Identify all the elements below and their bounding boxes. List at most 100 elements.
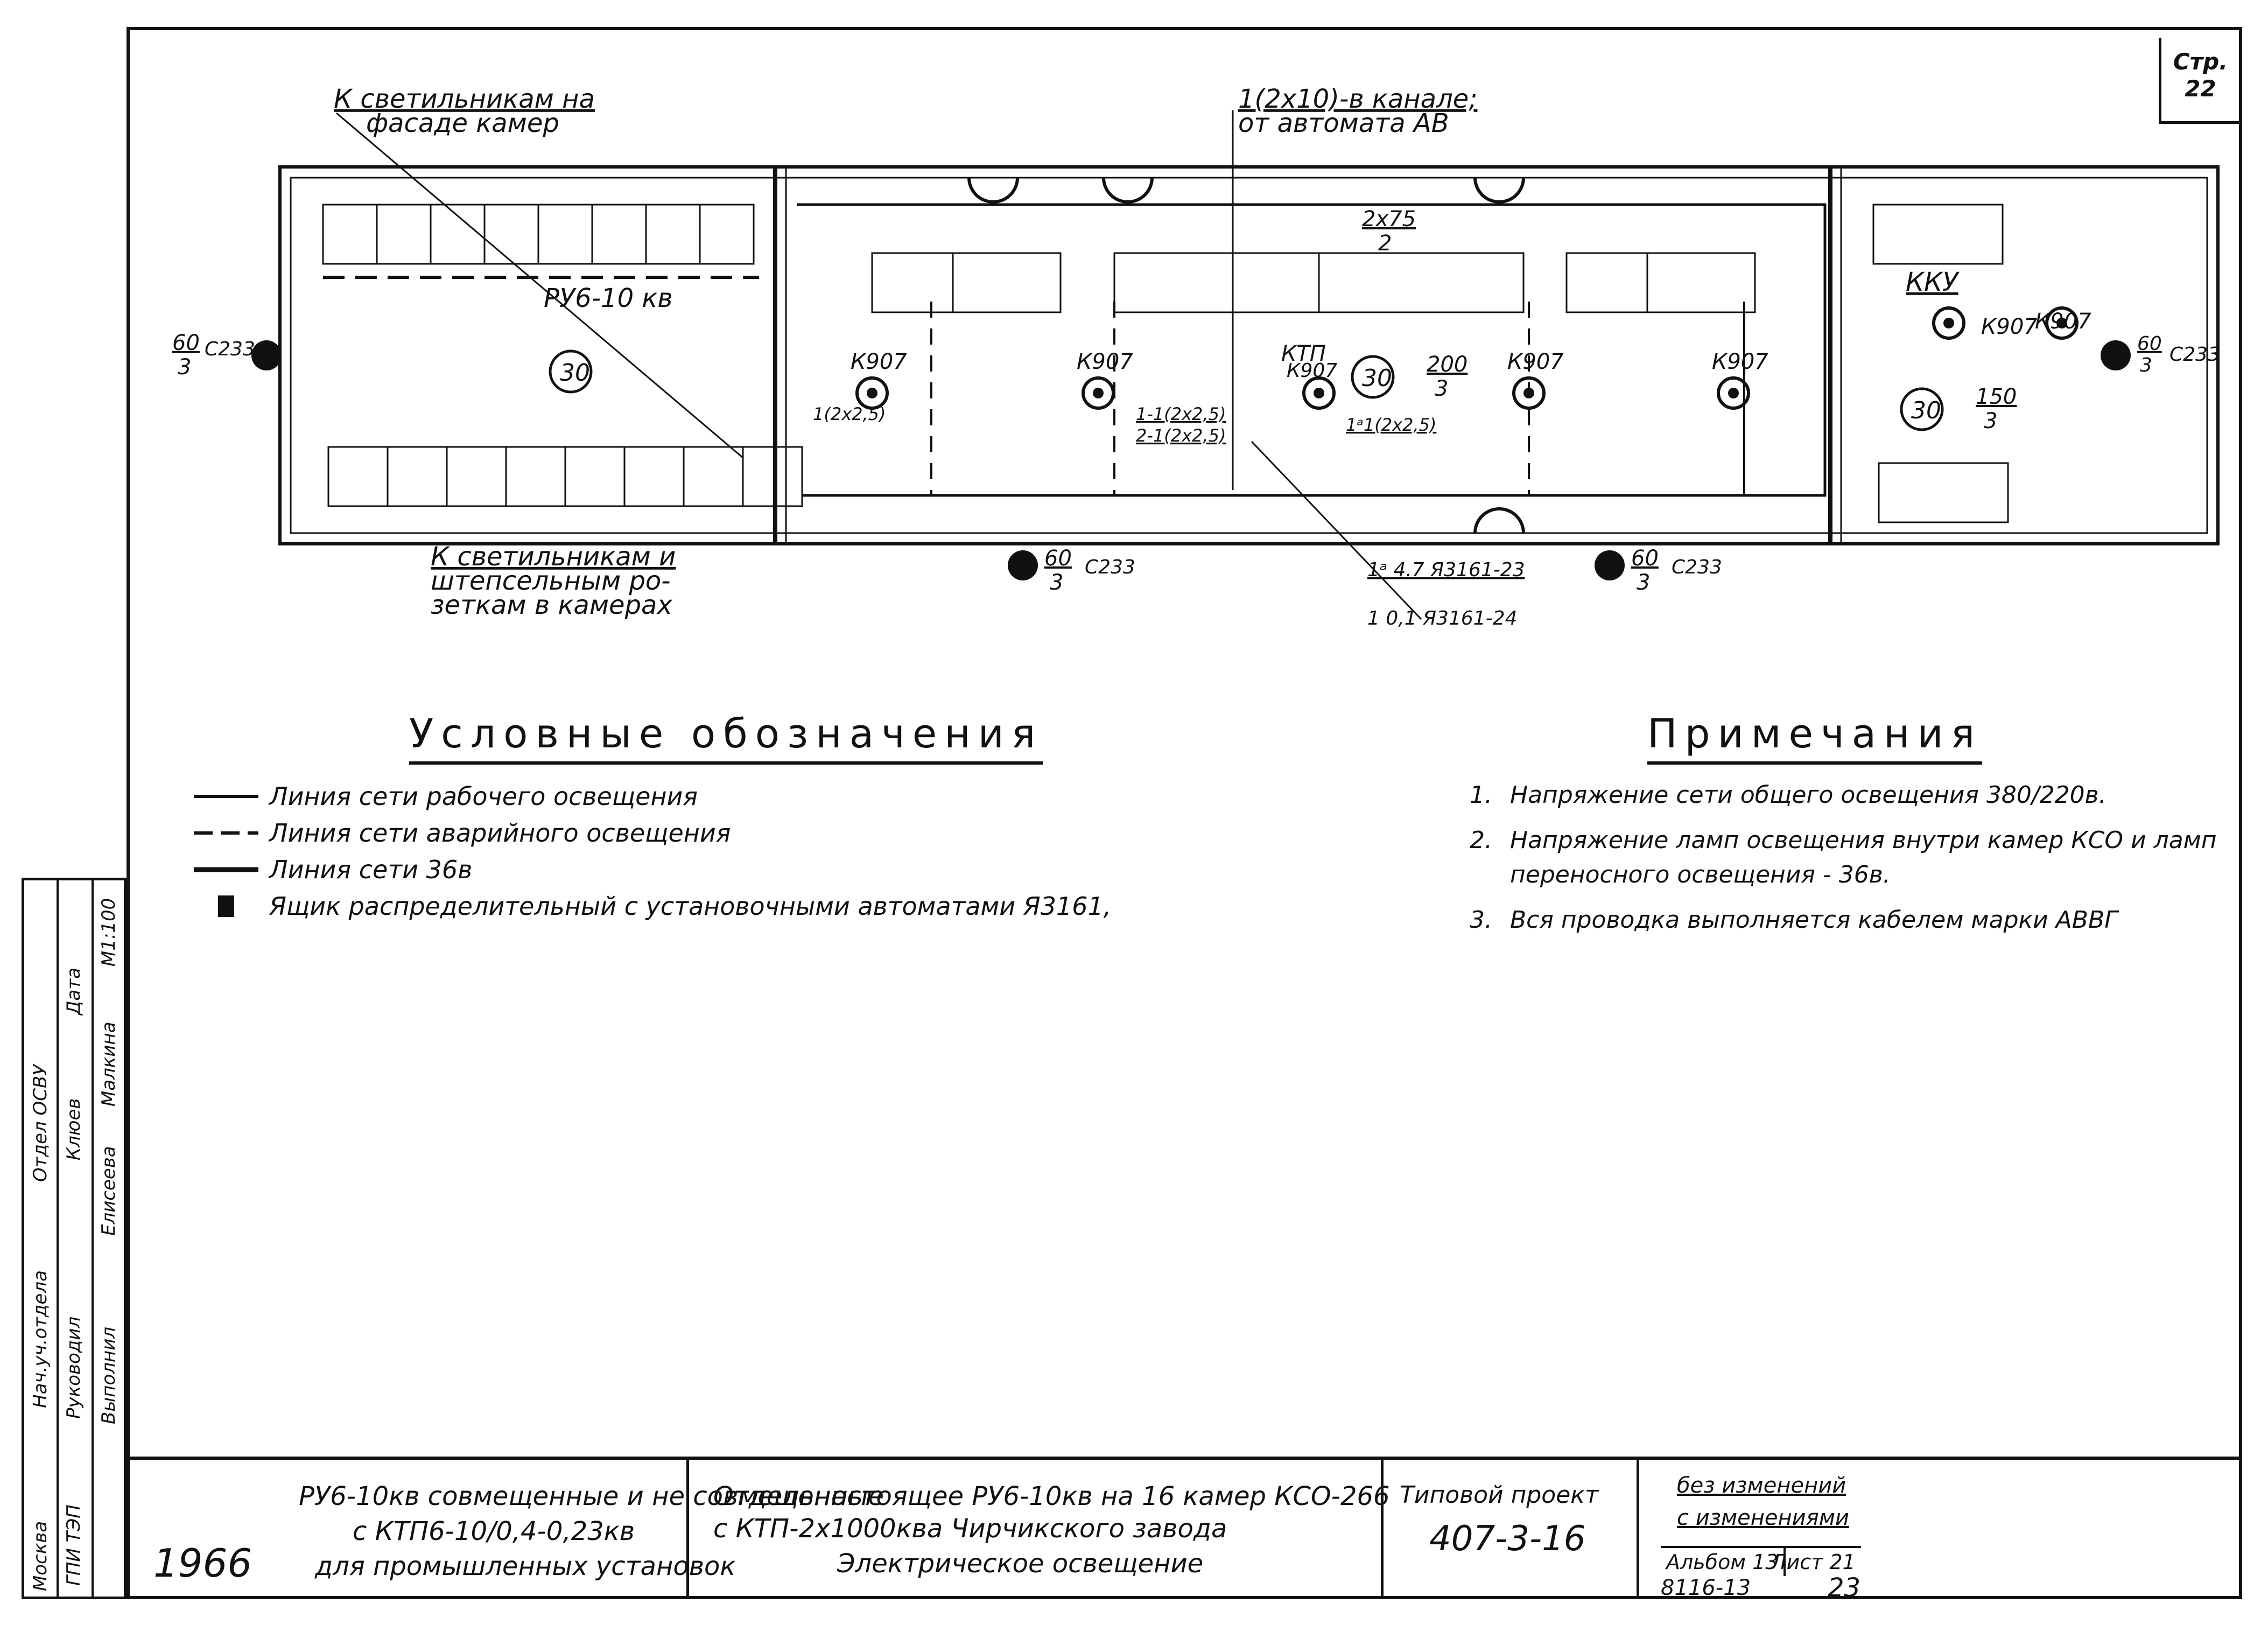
legend: Линия сети рабочего освещения Линия сети… (183, 778, 1421, 925)
frac-left-den: 3 (178, 355, 191, 380)
wire-label-2: 1-1(2x2,5) (1136, 404, 1226, 424)
title-series-3: для промышленных установок (315, 1551, 736, 1581)
stamp-head: Нач.уч.отдела (30, 1270, 51, 1408)
note-item: 2. Напряжение ламп освещения внутри каме… (1470, 823, 2239, 892)
stamp-date: Дата (63, 967, 85, 1015)
note-item: 1. Напряжение сети общего освещения 380/… (1470, 778, 2239, 813)
fixture-label-3: К907 (1287, 360, 1337, 382)
callout-cameras-1: К светильникам и (431, 542, 676, 572)
legend-text: Линия сети рабочего освещения (269, 782, 698, 811)
stamp-lead-name: Малкина (98, 1021, 120, 1107)
stamp-dept: Отдел ОСВУ (30, 1064, 51, 1182)
wire-label-3: 2-1(2x2,5) (1136, 425, 1226, 446)
wire-label-4: 1ᵃ1(2x2,5) (1346, 415, 1436, 435)
title-object-1: Отдельностоящее РУ6-10кв на 16 камер КСО… (713, 1481, 1390, 1511)
page-label: Стр. (2173, 48, 2228, 75)
legend-item: Линия сети рабочего освещения (183, 778, 1421, 815)
low-voltage-line-icon (183, 864, 269, 875)
stamp-lead: Руководил (63, 1316, 85, 1419)
frac-200-num: 200 (1427, 352, 1467, 377)
c233-mid2: С233 (1672, 556, 1722, 578)
breaker-label-2: 1 0,1 Я3161-24 (1367, 607, 1517, 629)
dashed-line-icon (183, 828, 269, 838)
room-label-right: ККУ (1906, 267, 1960, 297)
stamp-scale: М1:100 (98, 898, 120, 967)
stamp-exec-name: Елисеева (98, 1146, 120, 1236)
note-text: Напряжение сети общего освещения 380/220… (1510, 781, 2106, 809)
album-number: Альбом 13 (1661, 1546, 1786, 1576)
title-year: 1966 (153, 1541, 252, 1586)
title-series-1: РУ6-10кв совмещенные и не совмещенные (299, 1481, 884, 1511)
project-label: Типовой проект (1400, 1481, 1599, 1509)
stamp-head-name: Клюев (63, 1098, 85, 1160)
fixture-label-4: К907 (1507, 349, 1564, 374)
note-number: 2. (1470, 827, 1492, 854)
title-series-2: с КТП6-10/0,4-0,23кв (353, 1516, 635, 1546)
project-number: 407-3-16 (1429, 1519, 1586, 1559)
lux-label-3: 30 (1911, 397, 1941, 424)
title-object-2: с КТП-2x1000ква Чирчикского завода (713, 1514, 1227, 1544)
fixture-label-6: К907 (1981, 314, 2038, 339)
working-line (797, 203, 1827, 497)
solid-line-icon (183, 791, 269, 802)
callout-canal-2: от автомата АВ (1238, 108, 1449, 138)
callout-facade-1: К светильникам на (334, 84, 595, 114)
callout-cameras-3: зеткам в камерах (431, 590, 672, 620)
c233-right: С233 (2169, 344, 2220, 366)
note-text: Вся проводка выполняется кабелем марки А… (1510, 906, 2118, 934)
note-item: 3. Вся проводка выполняется кабелем марк… (1470, 903, 2239, 937)
floor-plan: К светильникам на фасаде камер 1(2x10)-в… (172, 84, 2220, 629)
frac-mid2-num: 60 (1631, 546, 1659, 571)
frac-mid1-den: 3 (1050, 570, 1063, 595)
callout-canal-1: 1(2x10)-в канале; (1238, 84, 1477, 114)
drawing-frame (127, 27, 2242, 1599)
stamp-city: Москва (30, 1521, 51, 1591)
frac-200-den: 3 (1435, 376, 1448, 401)
c233-mid1: С233 (1085, 556, 1135, 578)
fixture-label-1: К907 (851, 349, 907, 374)
frac-right-den: 3 (2140, 354, 2152, 376)
legend-text: Линия сети аварийного освещения (269, 818, 731, 848)
legend-item: Линия сети 36в (183, 851, 1421, 888)
stamp-org: ГПИ ТЭП (63, 1504, 85, 1586)
notes: 1. Напряжение сети общего освещения 380/… (1470, 778, 2239, 948)
building-inner (290, 177, 2208, 534)
note-text: Напряжение ламп освещения внутри камер К… (1510, 827, 2217, 888)
callout-facade-2: фасаде камер (366, 108, 559, 138)
title-block: 1966 РУ6-10кв совмещенные и не совмещенн… (127, 1457, 2242, 1603)
stamp-exec: Выполнил (98, 1327, 120, 1424)
wire-label-1: 1(2x2,5) (813, 404, 886, 424)
frac-mid2-den: 3 (1637, 570, 1650, 595)
fixture-label-5: К907 (1712, 349, 1768, 374)
page-number-box: Стр. 22 (2159, 38, 2239, 124)
changes-with: с изменениями (1677, 1506, 1849, 1530)
note-number: 3. (1470, 906, 1492, 934)
lux-label-1: 30 (560, 359, 590, 387)
room-label-left: РУ6-10 кв (544, 283, 673, 313)
fixture-label-7: К907 (2035, 309, 2091, 334)
archive-page: 23 (1828, 1573, 1861, 1603)
changes-none: без изменений (1677, 1473, 1846, 1498)
sheet-number: Лист 21 (1766, 1546, 1861, 1576)
legend-item: Ящик распределительный с установочными а… (183, 888, 1421, 925)
frac-mid1-num: 60 (1044, 546, 1072, 571)
lux-label-2: 30 (1362, 365, 1392, 392)
room-label-center: КТП (1281, 341, 1326, 366)
fixture-label-2: К907 (1077, 349, 1133, 374)
frac-150-num: 150 (1976, 384, 2017, 409)
cable-top-den: 2 (1378, 231, 1392, 256)
title-object-3: Электрическое освещение (837, 1549, 1204, 1579)
building-outline (278, 165, 2220, 545)
legend-item: Линия сети аварийного освещения (183, 815, 1421, 851)
legend-title: Условные обозначения (409, 711, 1043, 765)
page-value: 22 (2185, 75, 2216, 102)
callout-cameras-2: штепсельным ро- (431, 566, 671, 596)
breaker-label-1: 1ᵃ 4.7 Я3161-23 (1367, 559, 1525, 581)
legend-text: Линия сети 36в (269, 855, 473, 884)
legend-text: Ящик распределительный с установочными а… (269, 892, 1112, 921)
c233-left: С233 (205, 338, 255, 360)
stamp-strip: Отдел ОСВУ Нач.уч.отдела Москва Дата Клю… (22, 878, 127, 1599)
frac-right-num: 60 (2137, 333, 2162, 355)
notes-title: Примечания (1647, 711, 1983, 765)
cable-top: 2x75 (1362, 207, 1416, 232)
